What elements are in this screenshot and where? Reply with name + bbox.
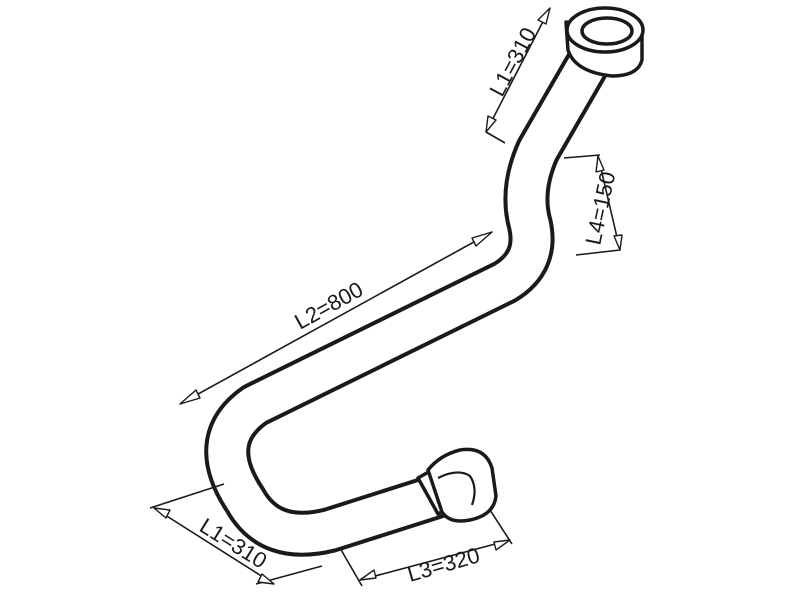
pipe-inner-fill (208, 41, 609, 553)
end-sleeve-body (426, 447, 498, 523)
dimension-label-l1-top: L1=310 (484, 23, 541, 100)
pipe-body (204, 37, 613, 557)
dimension-l4: L4=150 (563, 154, 623, 256)
end-sleeve (416, 447, 498, 523)
end-sleeve-seam (437, 471, 476, 506)
top-flange-bore (580, 16, 634, 46)
top-flange (564, 6, 645, 78)
dimension-label-l3: L3=320 (404, 542, 482, 586)
dimension-label-l2: L2=800 (290, 277, 367, 335)
